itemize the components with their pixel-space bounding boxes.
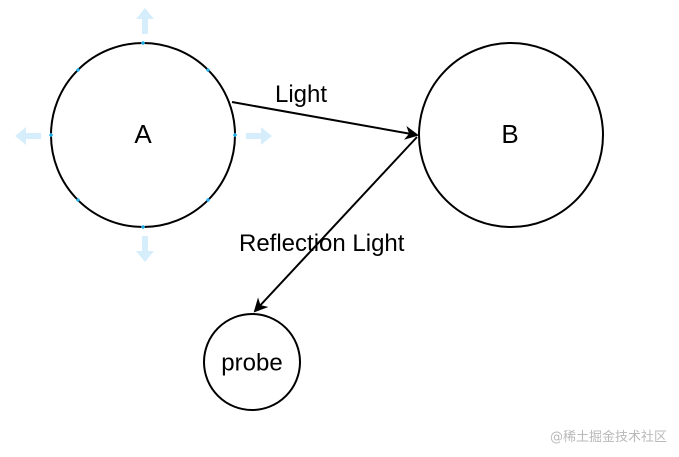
handle-bottom[interactable] bbox=[141, 225, 145, 229]
edge-light-label: Light bbox=[275, 81, 327, 108]
hover-arrow-left-icon[interactable] bbox=[15, 127, 41, 145]
handle-top-right[interactable] bbox=[206, 68, 210, 72]
handle-bottom-right[interactable] bbox=[206, 198, 210, 202]
node-probe-label: probe bbox=[221, 349, 282, 376]
node-a-selection-handles[interactable] bbox=[49, 41, 237, 229]
handle-right[interactable] bbox=[233, 133, 237, 137]
node-a-label: A bbox=[134, 119, 152, 149]
node-a-hover-arrows[interactable] bbox=[15, 8, 272, 262]
node-b[interactable]: B bbox=[418, 42, 604, 228]
node-probe[interactable]: probe bbox=[203, 313, 301, 411]
hover-arrow-down-icon[interactable] bbox=[136, 236, 154, 262]
hover-arrow-up-icon[interactable] bbox=[136, 8, 154, 34]
edge-reflection-arrow[interactable] bbox=[253, 136, 418, 313]
handle-top[interactable] bbox=[141, 41, 145, 45]
handle-top-left[interactable] bbox=[76, 68, 80, 72]
handle-bottom-left[interactable] bbox=[76, 198, 80, 202]
edge-reflection-label: Reflection Light bbox=[239, 230, 405, 257]
hover-arrow-right-icon[interactable] bbox=[246, 127, 272, 145]
node-b-label: B bbox=[501, 119, 518, 149]
watermark: @稀土掘金技术社区 bbox=[549, 430, 667, 445]
edge-light-arrow[interactable] bbox=[231, 101, 419, 140]
handle-left[interactable] bbox=[49, 133, 53, 137]
